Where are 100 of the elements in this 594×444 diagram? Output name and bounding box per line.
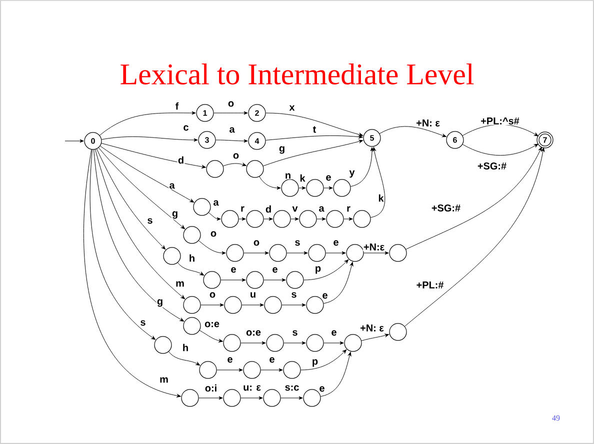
arrow <box>286 251 308 255</box>
arrow <box>266 112 364 136</box>
state-circle <box>183 296 201 314</box>
state-circle <box>333 179 351 197</box>
state-circle <box>326 210 344 228</box>
arrow <box>350 147 374 187</box>
arrow <box>84 149 181 398</box>
arrow <box>344 217 353 221</box>
state-circle <box>154 336 172 354</box>
arrow <box>240 396 263 400</box>
arrow <box>260 368 283 372</box>
state-circle <box>193 198 211 216</box>
arrow <box>64 139 84 143</box>
arrow <box>406 146 542 250</box>
arrow <box>240 341 266 345</box>
arrow <box>364 251 389 255</box>
edge-label: k <box>378 194 384 202</box>
edge-label: u <box>249 292 257 298</box>
state-circle <box>221 210 239 228</box>
arrow <box>282 303 306 307</box>
edge-label: p <box>311 358 319 368</box>
edge-label: e <box>318 386 326 392</box>
edge-label: o <box>252 240 260 246</box>
state-circle <box>306 334 324 352</box>
arrow <box>304 259 349 280</box>
edge-label: o <box>227 100 235 108</box>
edge-label: d <box>264 204 272 214</box>
arrow <box>316 217 326 221</box>
edge-label: s <box>290 292 298 298</box>
edge-label: +N: ε <box>360 324 385 332</box>
edge-label: e <box>272 266 278 274</box>
arrow <box>300 349 347 370</box>
state-circle <box>283 361 301 379</box>
arrow <box>101 143 206 168</box>
arrow <box>284 341 306 345</box>
edge-label: c <box>182 124 190 132</box>
edge-label: e <box>226 356 234 364</box>
state-circle <box>263 389 281 407</box>
arrow <box>238 217 246 221</box>
arrow <box>216 368 243 372</box>
edge-label: s <box>294 240 301 246</box>
arrow <box>259 176 281 190</box>
arrow <box>280 396 303 400</box>
state-circle <box>389 244 407 262</box>
edge-label: e <box>268 356 276 364</box>
edge-label: h <box>182 343 190 352</box>
arrow <box>290 217 299 221</box>
arrow <box>199 330 223 342</box>
arrow <box>266 135 363 140</box>
edge-label: g <box>171 210 179 220</box>
edge-label: u: ε <box>242 384 262 392</box>
edge-label: +N: ε <box>416 118 441 128</box>
edge-label: e <box>230 266 237 274</box>
state-circle <box>269 244 287 262</box>
edge-label: f <box>174 102 180 110</box>
edge-label: m <box>158 376 170 384</box>
arrow <box>298 186 306 190</box>
state-circle <box>286 271 304 289</box>
state-circle <box>223 389 241 407</box>
arrow <box>208 212 221 221</box>
edge-label: a <box>228 126 236 134</box>
state-circle <box>266 334 284 352</box>
edge-label: s <box>140 320 146 326</box>
arrow <box>198 240 226 255</box>
edge-label: d <box>177 156 185 164</box>
arrow <box>223 162 246 166</box>
slide-title: Lexical to Intermediate Level <box>120 63 474 84</box>
arrow <box>96 148 166 250</box>
arrow <box>320 352 352 397</box>
arrow <box>264 217 273 221</box>
arrow <box>198 396 223 400</box>
state-circle <box>344 334 362 352</box>
edge-label: r <box>240 206 246 212</box>
state-circle <box>264 296 282 314</box>
state-circle <box>281 179 299 197</box>
edge-label: k <box>299 174 306 182</box>
edge-label: g <box>278 146 286 154</box>
state-circle <box>224 296 242 314</box>
arrow <box>323 262 354 304</box>
edge-label: v <box>292 206 298 212</box>
arrow <box>379 126 446 138</box>
state-circle <box>306 179 324 197</box>
arrow <box>200 303 224 307</box>
state-circle <box>203 271 221 289</box>
arrow <box>242 303 264 307</box>
arrow <box>264 278 286 282</box>
state-circle <box>246 271 264 289</box>
edge-label: t <box>312 126 317 134</box>
edge-label: a <box>318 206 325 212</box>
state-circle <box>183 226 201 244</box>
state-circle <box>246 160 264 178</box>
edge-label: r <box>346 206 352 212</box>
state-circle <box>199 361 217 379</box>
edge-label: s <box>146 218 154 224</box>
edge-label: o <box>210 230 218 238</box>
edge-label: m <box>174 280 186 288</box>
edge-label: g <box>156 298 164 308</box>
arrow <box>462 144 538 156</box>
state-circle <box>389 323 407 341</box>
arrow <box>100 146 194 202</box>
